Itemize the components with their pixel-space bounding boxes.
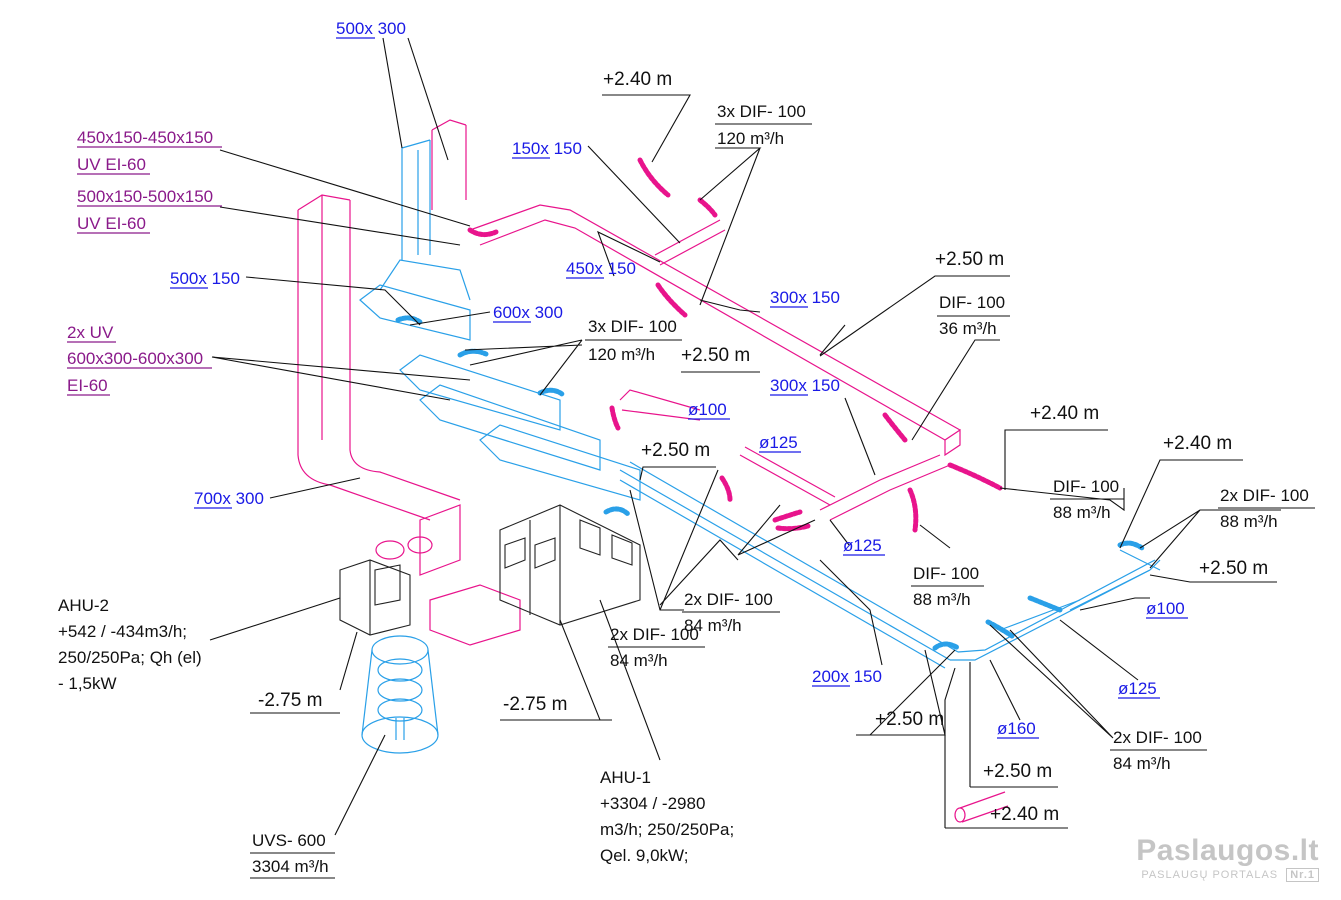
dif-1-flow: 120 m³/h: [717, 129, 784, 148]
label-d125-c: ø125: [1118, 679, 1157, 698]
dif-3-name: DIF- 100: [939, 293, 1005, 312]
ahu1-line-4: Qel. 9,0kW;: [600, 846, 689, 865]
leader-lines: [209, 37, 1281, 836]
label-d125-a: ø125: [759, 433, 798, 452]
label-300x150-b: 300x 150: [770, 376, 840, 395]
elev-250-b: +2.50 m: [641, 440, 710, 461]
dif-7-flow: 84 m³/h: [684, 616, 742, 635]
label-uv-ei60-b: UV EI-60: [77, 214, 146, 233]
label-2x-uv: 2x UV: [67, 323, 114, 342]
watermark-badge: Nr.1: [1286, 868, 1319, 882]
dif-8-flow: 84 m³/h: [610, 651, 668, 670]
dif-2-flow: 120 m³/h: [588, 345, 655, 364]
label-600x300-600x300: 600x300-600x300: [67, 349, 203, 368]
label-d125-b: ø125: [843, 536, 882, 555]
label-500x150-500x150: 500x150-500x150: [77, 187, 213, 206]
label-d100-b: ø100: [1146, 599, 1185, 618]
elev-250-a: +2.50 m: [681, 345, 750, 366]
elev-minus275-a: -2.75 m: [258, 690, 322, 711]
dif-5-name: 2x DIF- 100: [1220, 486, 1309, 505]
label-d160: ø160: [997, 719, 1036, 738]
elevation-marks: +2.40 m +2.50 m +2.50 m +2.50 m +2.40 m …: [250, 69, 1268, 829]
dif-5-flow: 88 m³/h: [1220, 512, 1278, 531]
duct-size-labels: 500x 300 500x 150 600x 300 700x 300 150x…: [170, 19, 1188, 739]
ahu2-line-1: AHU-2: [58, 596, 109, 615]
label-d100-a: ø100: [688, 400, 727, 419]
ahu2-line-4: - 1,5kW: [58, 674, 117, 693]
watermark-tagline: PASLAUGŲ PORTALAS: [1141, 869, 1279, 881]
uvs-flow: 3304 m³/h: [252, 857, 329, 876]
dif-7-name: 2x DIF- 100: [684, 590, 773, 609]
ahu2-line-2: +542 / -434m3/h;: [58, 622, 187, 641]
dif-1-name: 3x DIF- 100: [717, 102, 806, 121]
label-500x300-top: 500x 300: [336, 19, 406, 38]
dif-2-name: 3x DIF- 100: [588, 317, 677, 336]
watermark-tagline-row: PASLAUGŲ PORTALAS Nr.1: [1136, 868, 1319, 882]
elev-minus275-b: -2.75 m: [503, 694, 567, 715]
blue-duct-network: [359, 139, 1161, 754]
label-ei60: EI-60: [67, 376, 108, 395]
magenta-duct-network: [297, 119, 1009, 823]
dif-8-name: 2x DIF- 100: [610, 625, 699, 644]
label-600x300: 600x 300: [493, 303, 563, 322]
ahu1-line-2: +3304 / -2980: [600, 794, 705, 813]
fire-damper-labels: 450x150-450x150 UV EI-60 500x150-500x150…: [67, 128, 222, 396]
elev-240-top: +2.40 m: [603, 69, 672, 90]
dif-4-name: DIF- 100: [1053, 477, 1119, 496]
elev-240-far: +2.40 m: [1163, 433, 1232, 454]
equipment-labels: AHU-2 +542 / -434m3/h; 250/250Pa; Qh (el…: [58, 596, 734, 879]
elev-250-c: +2.50 m: [935, 249, 1004, 270]
dif-3-flow: 36 m³/h: [939, 319, 997, 338]
diffuser-labels: 3x DIF- 100 120 m³/h 3x DIF- 100 120 m³/…: [585, 102, 1315, 773]
uvs-name: UVS- 600: [252, 831, 326, 850]
elev-250-lower: +2.50 m: [983, 761, 1052, 782]
label-500x150: 500x 150: [170, 269, 240, 288]
label-150x150: 150x 150: [512, 139, 582, 158]
dif-9-flow: 84 m³/h: [1113, 754, 1171, 773]
ahu-units: [339, 504, 641, 636]
label-200x150: 200x 150: [812, 667, 882, 686]
label-uv-ei60-a: UV EI-60: [77, 155, 146, 174]
paslaugos-watermark: Paslaugos.lt PASLAUGŲ PORTALAS Nr.1: [1136, 834, 1319, 882]
label-450x150-450x150: 450x150-450x150: [77, 128, 213, 147]
ahu2-line-3: 250/250Pa; Qh (el): [58, 648, 202, 667]
dif-4-flow: 88 m³/h: [1053, 503, 1111, 522]
label-450x150: 450x 150: [566, 259, 636, 278]
dif-9-name: 2x DIF- 100: [1113, 728, 1202, 747]
dif-6-name: DIF- 100: [913, 564, 979, 583]
dif-6-flow: 88 m³/h: [913, 590, 971, 609]
ahu1-line-1: AHU-1: [600, 768, 651, 787]
elev-250-bottom: +2.50 m: [875, 709, 944, 730]
elev-240-right: +2.40 m: [1030, 403, 1099, 424]
elev-240-bottom: +2.40 m: [990, 804, 1059, 825]
elev-250-right: +2.50 m: [1199, 558, 1268, 579]
watermark-brand: Paslaugos.lt: [1136, 834, 1319, 867]
label-300x150-a: 300x 150: [770, 288, 840, 307]
label-700x300: 700x 300: [194, 489, 264, 508]
ahu1-line-3: m3/h; 250/250Pa;: [600, 820, 734, 839]
